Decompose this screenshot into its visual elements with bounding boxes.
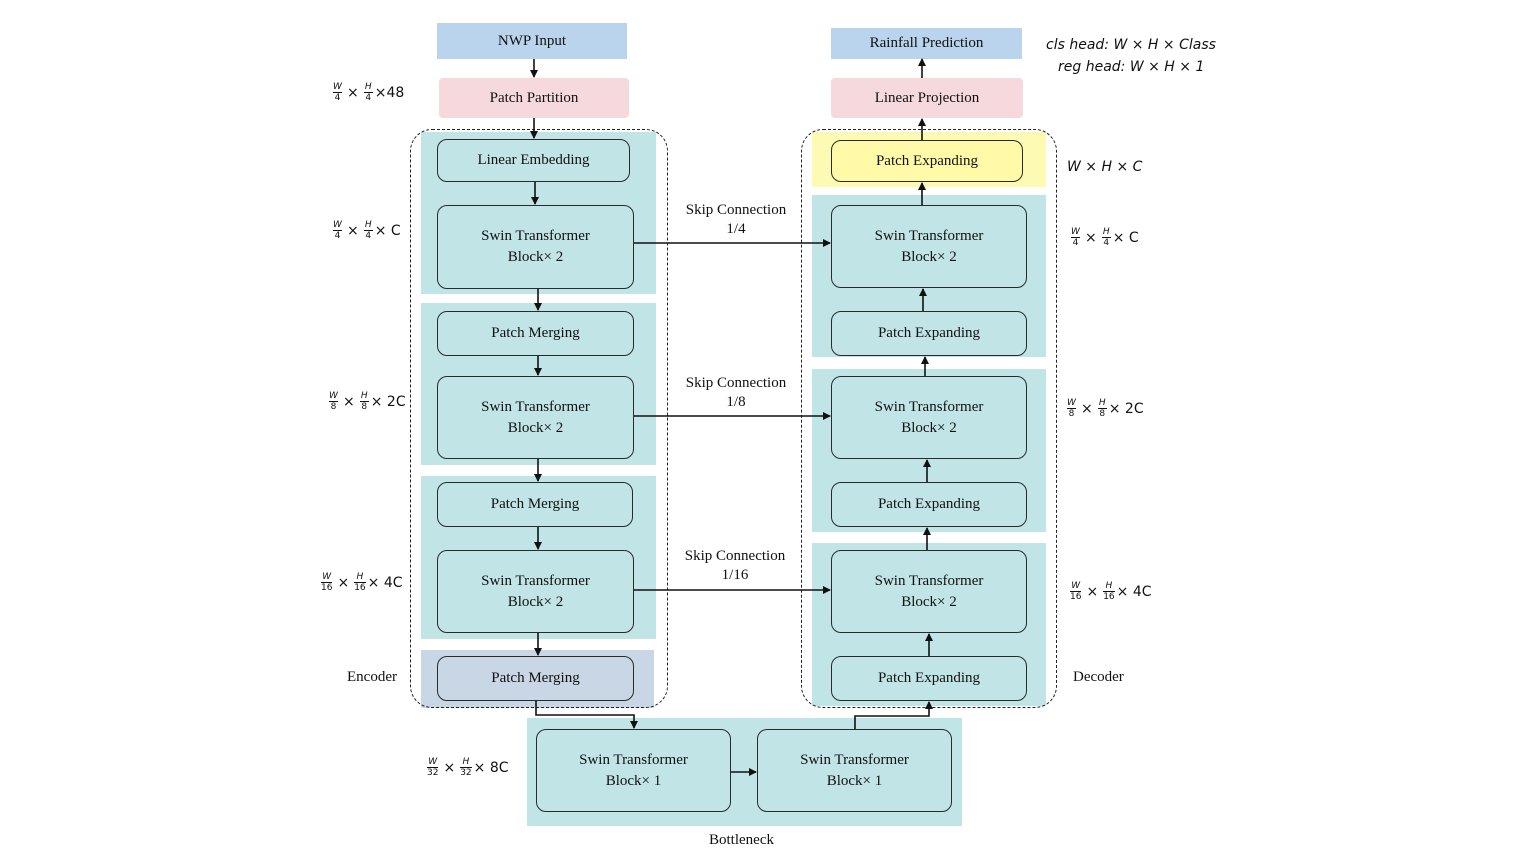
cls-head-label: cls head: W × H × Class xyxy=(1046,37,1216,53)
encoder-patch-merging-1: Patch Merging xyxy=(437,311,634,356)
decoder-patch-expanding-top: Patch Expanding xyxy=(831,140,1023,182)
bottleneck-swin-block-a: Swin Transformer Block× 1 xyxy=(536,729,731,812)
arrow-bottleneck-to-decoder xyxy=(854,701,933,729)
patch-partition-box: Patch Partition xyxy=(439,78,629,118)
encoder-patch-merging-2: Patch Merging xyxy=(437,482,633,527)
encoder-outline xyxy=(410,129,668,708)
dim-label-decoder-top: W × H × C xyxy=(1067,159,1143,175)
decoder-patch-expanding-3: Patch Expanding xyxy=(831,656,1027,701)
reg-head-label: reg head: W × H × 1 xyxy=(1058,59,1205,75)
encoder-swin-block-1: Swin Transformer Block× 2 xyxy=(437,205,634,289)
decoder-patch-expanding-1: Patch Expanding xyxy=(831,311,1027,356)
decoder-swin-block-2: Swin Transformer Block× 2 xyxy=(831,376,1027,459)
skip-connection-1-16-label: Skip Connection 1/16 xyxy=(684,548,786,583)
linear-projection-box: Linear Projection xyxy=(831,78,1023,118)
decoder-label: Decoder xyxy=(1073,669,1124,685)
linear-embedding-block: Linear Embedding xyxy=(437,139,630,182)
decoder-patch-expanding-2: Patch Expanding xyxy=(831,482,1027,527)
arrow-merge3-to-bottleneck xyxy=(535,701,638,729)
encoder-patch-merging-3: Patch Merging xyxy=(437,656,634,701)
encoder-swin-block-2: Swin Transformer Block× 2 xyxy=(437,376,634,459)
encoder-label: Encoder xyxy=(347,669,397,685)
encoder-swin-block-3: Swin Transformer Block× 2 xyxy=(437,550,634,633)
nwp-input-box: NWP Input xyxy=(437,23,627,59)
decoder-swin-block-1: Swin Transformer Block× 2 xyxy=(831,205,1027,288)
rainfall-prediction-box: Rainfall Prediction xyxy=(831,28,1022,59)
skip-connection-1-8-label: Skip Connection 1/8 xyxy=(685,375,787,410)
bottleneck-swin-block-b: Swin Transformer Block× 1 xyxy=(757,729,952,812)
decoder-swin-block-3: Swin Transformer Block× 2 xyxy=(831,550,1027,633)
skip-connection-1-4-label: Skip Connection 1/4 xyxy=(685,202,787,237)
bottleneck-label: Bottleneck xyxy=(709,832,774,848)
